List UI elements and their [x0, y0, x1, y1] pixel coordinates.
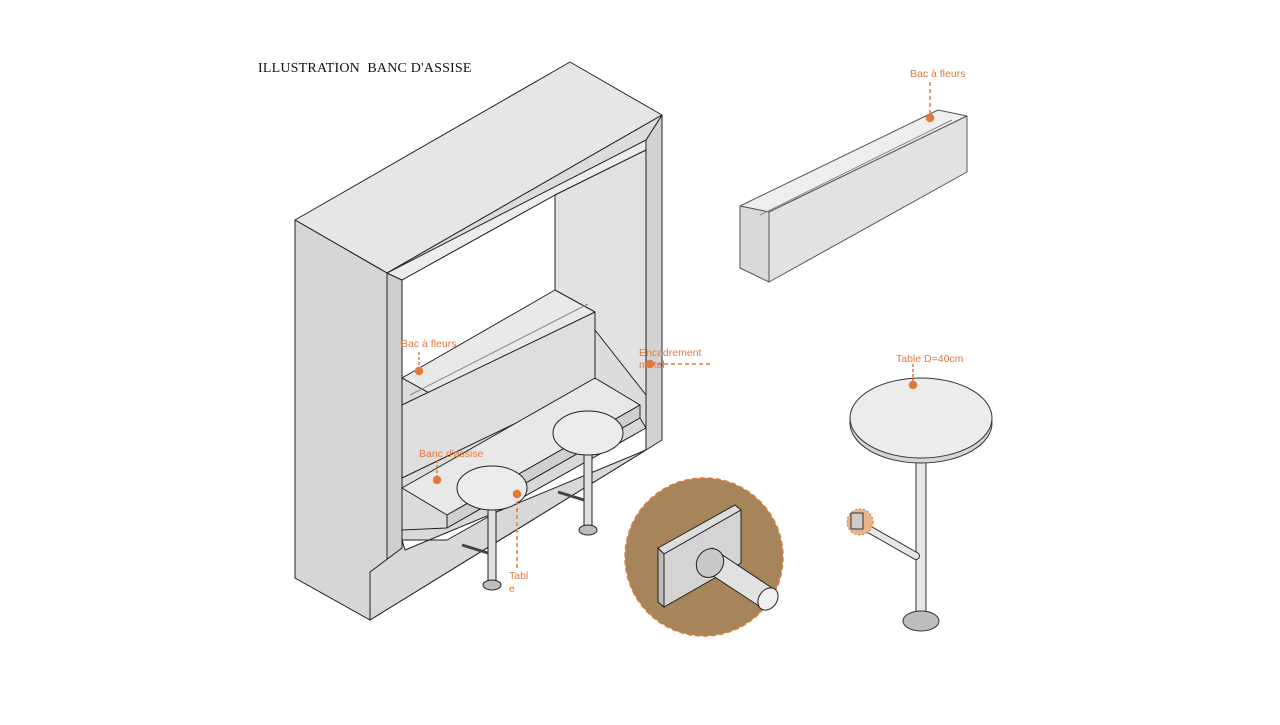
bench-recess — [401, 427, 647, 551]
opening-left-reveal — [386, 272, 403, 561]
dot-encadrement — [645, 359, 655, 369]
opening-right-wall — [554, 149, 647, 396]
dot-banc — [432, 475, 442, 485]
dot-bac-fleurs-main — [414, 366, 424, 376]
dot-table — [512, 489, 522, 499]
stool-front-foot — [482, 579, 502, 591]
stool-back — [552, 410, 624, 536]
dot-table-detail — [908, 380, 918, 390]
planter-detail-rim — [759, 119, 953, 216]
label-encadrement-line1: Encadrement — [639, 347, 702, 359]
label-banc-assise: Banc d'assise — [419, 448, 484, 460]
stool-front-pole — [487, 504, 497, 586]
zoom-detail — [624, 477, 784, 637]
label-bac-fleurs-main: Bac à fleurs — [401, 338, 457, 350]
table-detail-foot — [902, 610, 940, 632]
inner-planter-edge — [409, 303, 589, 396]
stool-back-foot — [578, 524, 598, 536]
table-detail-top — [849, 377, 993, 459]
dot-bac-fleurs-detail — [925, 113, 935, 123]
stool-back-bar — [557, 490, 585, 502]
stool-front — [456, 465, 528, 591]
planter-detail-side — [768, 115, 968, 283]
label-bac-fleurs-detail: Bac à fleurs — [910, 68, 966, 80]
frame-right-side — [645, 114, 663, 451]
label-table-line1: Tabl — [509, 570, 529, 582]
page-title: ILLUSTRATION BANC D'ASSISE — [258, 61, 472, 76]
planter-detail-front — [739, 205, 770, 283]
annotation-markers — [414, 82, 935, 568]
frame-left-side — [294, 219, 388, 621]
label-table-detail: Table D=40cm — [896, 353, 964, 365]
table-detail-bracket — [850, 512, 864, 530]
stool-back-seat — [552, 410, 624, 456]
zoom-plate-left — [657, 546, 665, 609]
zoom-tube-base — [695, 548, 725, 578]
bench-structure — [294, 61, 663, 621]
stool-front-bar — [461, 543, 489, 555]
table-detail — [846, 377, 993, 632]
label-table-line2: e — [509, 583, 515, 595]
table-detail-pole — [915, 454, 927, 621]
label-encadrement-line2: métal — [639, 359, 665, 371]
zoom-tube-end — [757, 587, 779, 611]
planter-detail — [739, 109, 968, 283]
stool-front-seat — [456, 465, 528, 511]
